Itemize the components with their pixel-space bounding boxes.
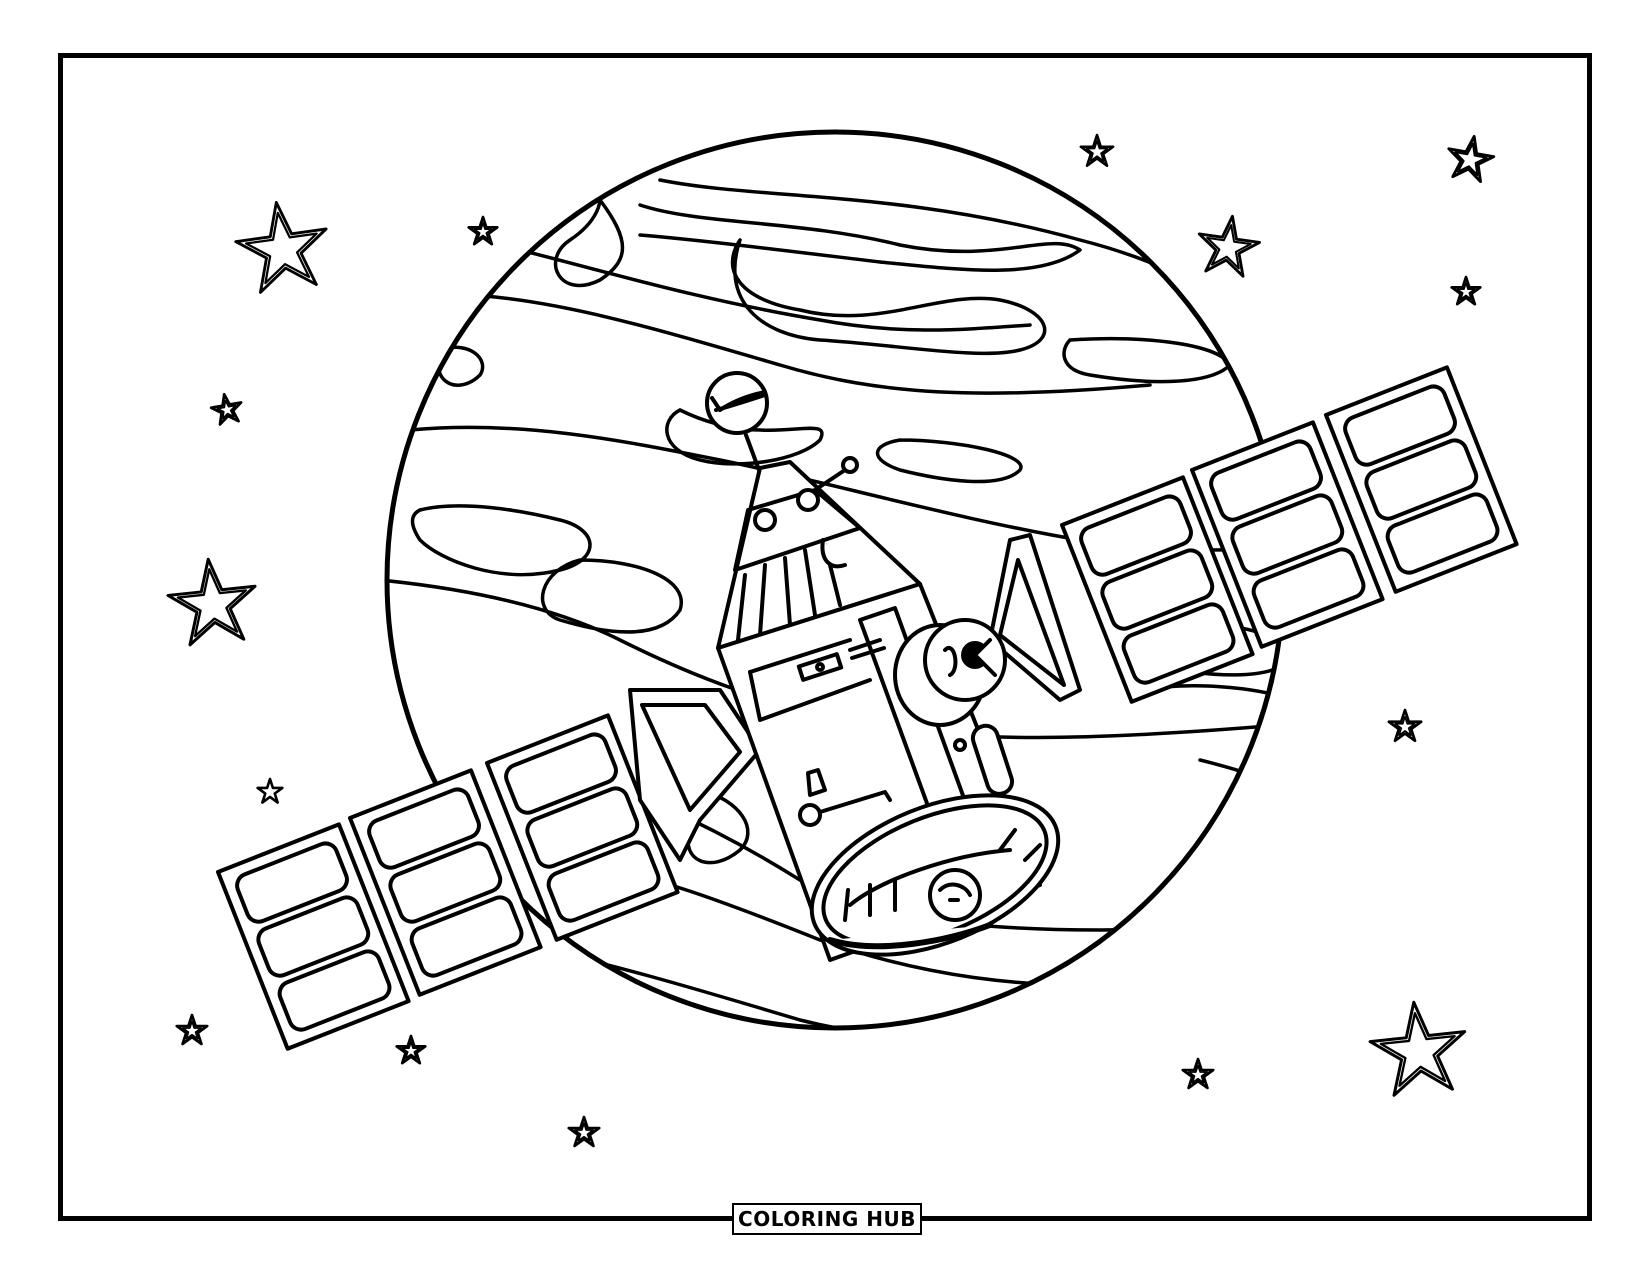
camera-dish [893, 618, 1007, 727]
solar-array-left [216, 688, 762, 1051]
solar-panel [1324, 365, 1519, 594]
star-icon [231, 196, 333, 295]
star-icon [177, 1015, 207, 1044]
solar-panel [484, 713, 680, 942]
star-icon [258, 779, 283, 803]
solar-panel [1060, 475, 1255, 704]
star-icon [1366, 997, 1470, 1097]
star-icon [1194, 212, 1262, 278]
star-icon [1444, 132, 1496, 183]
star-icon [569, 1117, 599, 1146]
star-icon [1183, 1059, 1213, 1088]
solar-array-right [988, 365, 1519, 704]
satellite [705, 371, 1061, 962]
brand-label: COLORING HUB [732, 1203, 922, 1235]
solar-panel [348, 768, 543, 997]
star-icon [1081, 135, 1113, 166]
star-icon [1452, 277, 1481, 304]
star-icon [1389, 710, 1421, 741]
engine-nozzle [809, 793, 1061, 957]
star-icon [397, 1036, 426, 1063]
star-icon [165, 555, 261, 647]
solar-panel [1190, 420, 1385, 649]
star-icon [209, 392, 244, 426]
star-icon [469, 217, 498, 244]
solar-panel [216, 822, 411, 1051]
